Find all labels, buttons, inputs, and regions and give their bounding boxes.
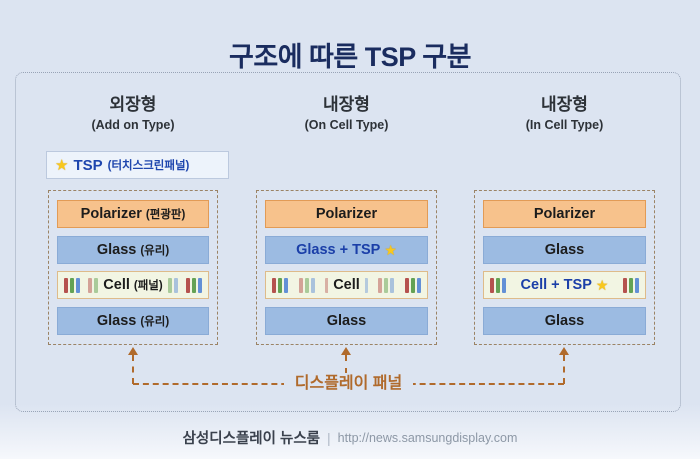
layer-label: Polarizer [80, 206, 142, 222]
up-arrow-icon [341, 347, 351, 355]
cell-label-wrap: Cell [328, 277, 365, 294]
footer: 삼성디스플레이 뉴스룸 | http://news.samsungdisplay… [0, 427, 700, 448]
stack-on-cell-type: Polarizer Glass + TSP ★ Cell Glass [256, 190, 437, 345]
footer-url: http://news.samsungdisplay.com [337, 430, 518, 445]
legend-sublabel: (터치스크린패널) [107, 160, 190, 172]
layer-polarizer: Polarizer (편광판) [57, 200, 209, 228]
layer-cell: Cell (패널) [57, 271, 209, 300]
layer-label: Cell [103, 277, 130, 294]
layer-sublabel: (편광판) [145, 209, 186, 221]
column-name: 내장형 [541, 95, 588, 114]
column-type: (In Cell Type) [525, 118, 604, 132]
layer-label: Glass + TSP [296, 241, 381, 258]
layer-label: Cell + TSP [520, 277, 592, 294]
up-arrow-icon [559, 347, 569, 355]
layer-label: Polarizer [533, 206, 596, 222]
layer-glass: Glass [483, 306, 646, 335]
layer-glass: Glass [483, 235, 646, 264]
layer-label: Cell [333, 277, 360, 294]
layer-cell-tsp: Cell + TSP ★ [483, 271, 646, 300]
layer-glass: Glass (유리) [57, 306, 209, 335]
layer-label: Glass [96, 241, 137, 258]
diagram-frame [15, 72, 681, 412]
rgb-subpixel-bars [271, 272, 422, 298]
cell-label-wrap: Cell (패널) [98, 277, 168, 294]
connector-line [132, 355, 134, 384]
legend-label: TSP [73, 156, 103, 174]
layer-cell: Cell [265, 271, 428, 300]
connector-line [345, 355, 347, 374]
page-title: 구조에 따른 TSP 구분 [229, 42, 471, 73]
column-name: 외장형 [109, 95, 157, 114]
layer-label: Glass [96, 312, 137, 329]
stack-add-on-type: Polarizer (편광판) Glass (유리) Cell (패널) Gla… [48, 190, 218, 345]
tsp-star-icon: ★ [55, 156, 69, 174]
stack-in-cell-type: Polarizer Glass Cell + TSP ★ Glass [474, 190, 655, 345]
column-name: 내장형 [323, 95, 370, 114]
tsp-star-icon: ★ [384, 241, 397, 258]
layer-label: Polarizer [315, 206, 378, 222]
layer-sublabel: (패널) [133, 280, 163, 293]
footer-separator: | [327, 429, 331, 446]
connector-line [563, 355, 565, 384]
layer-glass: Glass (유리) [57, 235, 209, 264]
column-header-on-cell: 내장형 (On Cell Type) [256, 90, 437, 132]
up-arrow-icon [128, 347, 138, 355]
layer-glass: Glass [265, 306, 428, 335]
column-header-in-cell: 내장형 (In Cell Type) [474, 90, 655, 132]
cell-label-wrap: Cell + TSP ★ [515, 277, 614, 294]
layer-label: Glass [326, 312, 367, 329]
tsp-legend: ★ TSP (터치스크린패널) [46, 151, 229, 179]
layer-label: Glass [544, 312, 585, 329]
column-type: (On Cell Type) [304, 118, 389, 132]
footer-brand: 삼성디스플레이 뉴스룸 [182, 431, 321, 447]
tsp-star-icon: ★ [595, 277, 609, 294]
column-header-add-on: 외장형 (Add on Type) [48, 90, 218, 132]
layer-polarizer: Polarizer [265, 200, 428, 228]
layer-sublabel: (유리) [140, 244, 170, 257]
layer-label: Glass [544, 241, 585, 258]
display-panel-label: 디스플레이 패널 [133, 373, 564, 394]
layer-glass-tsp: Glass + TSP ★ [265, 235, 428, 264]
layer-polarizer: Polarizer [483, 200, 646, 228]
column-type: (Add on Type) [91, 118, 175, 132]
layer-sublabel: (유리) [140, 315, 170, 328]
